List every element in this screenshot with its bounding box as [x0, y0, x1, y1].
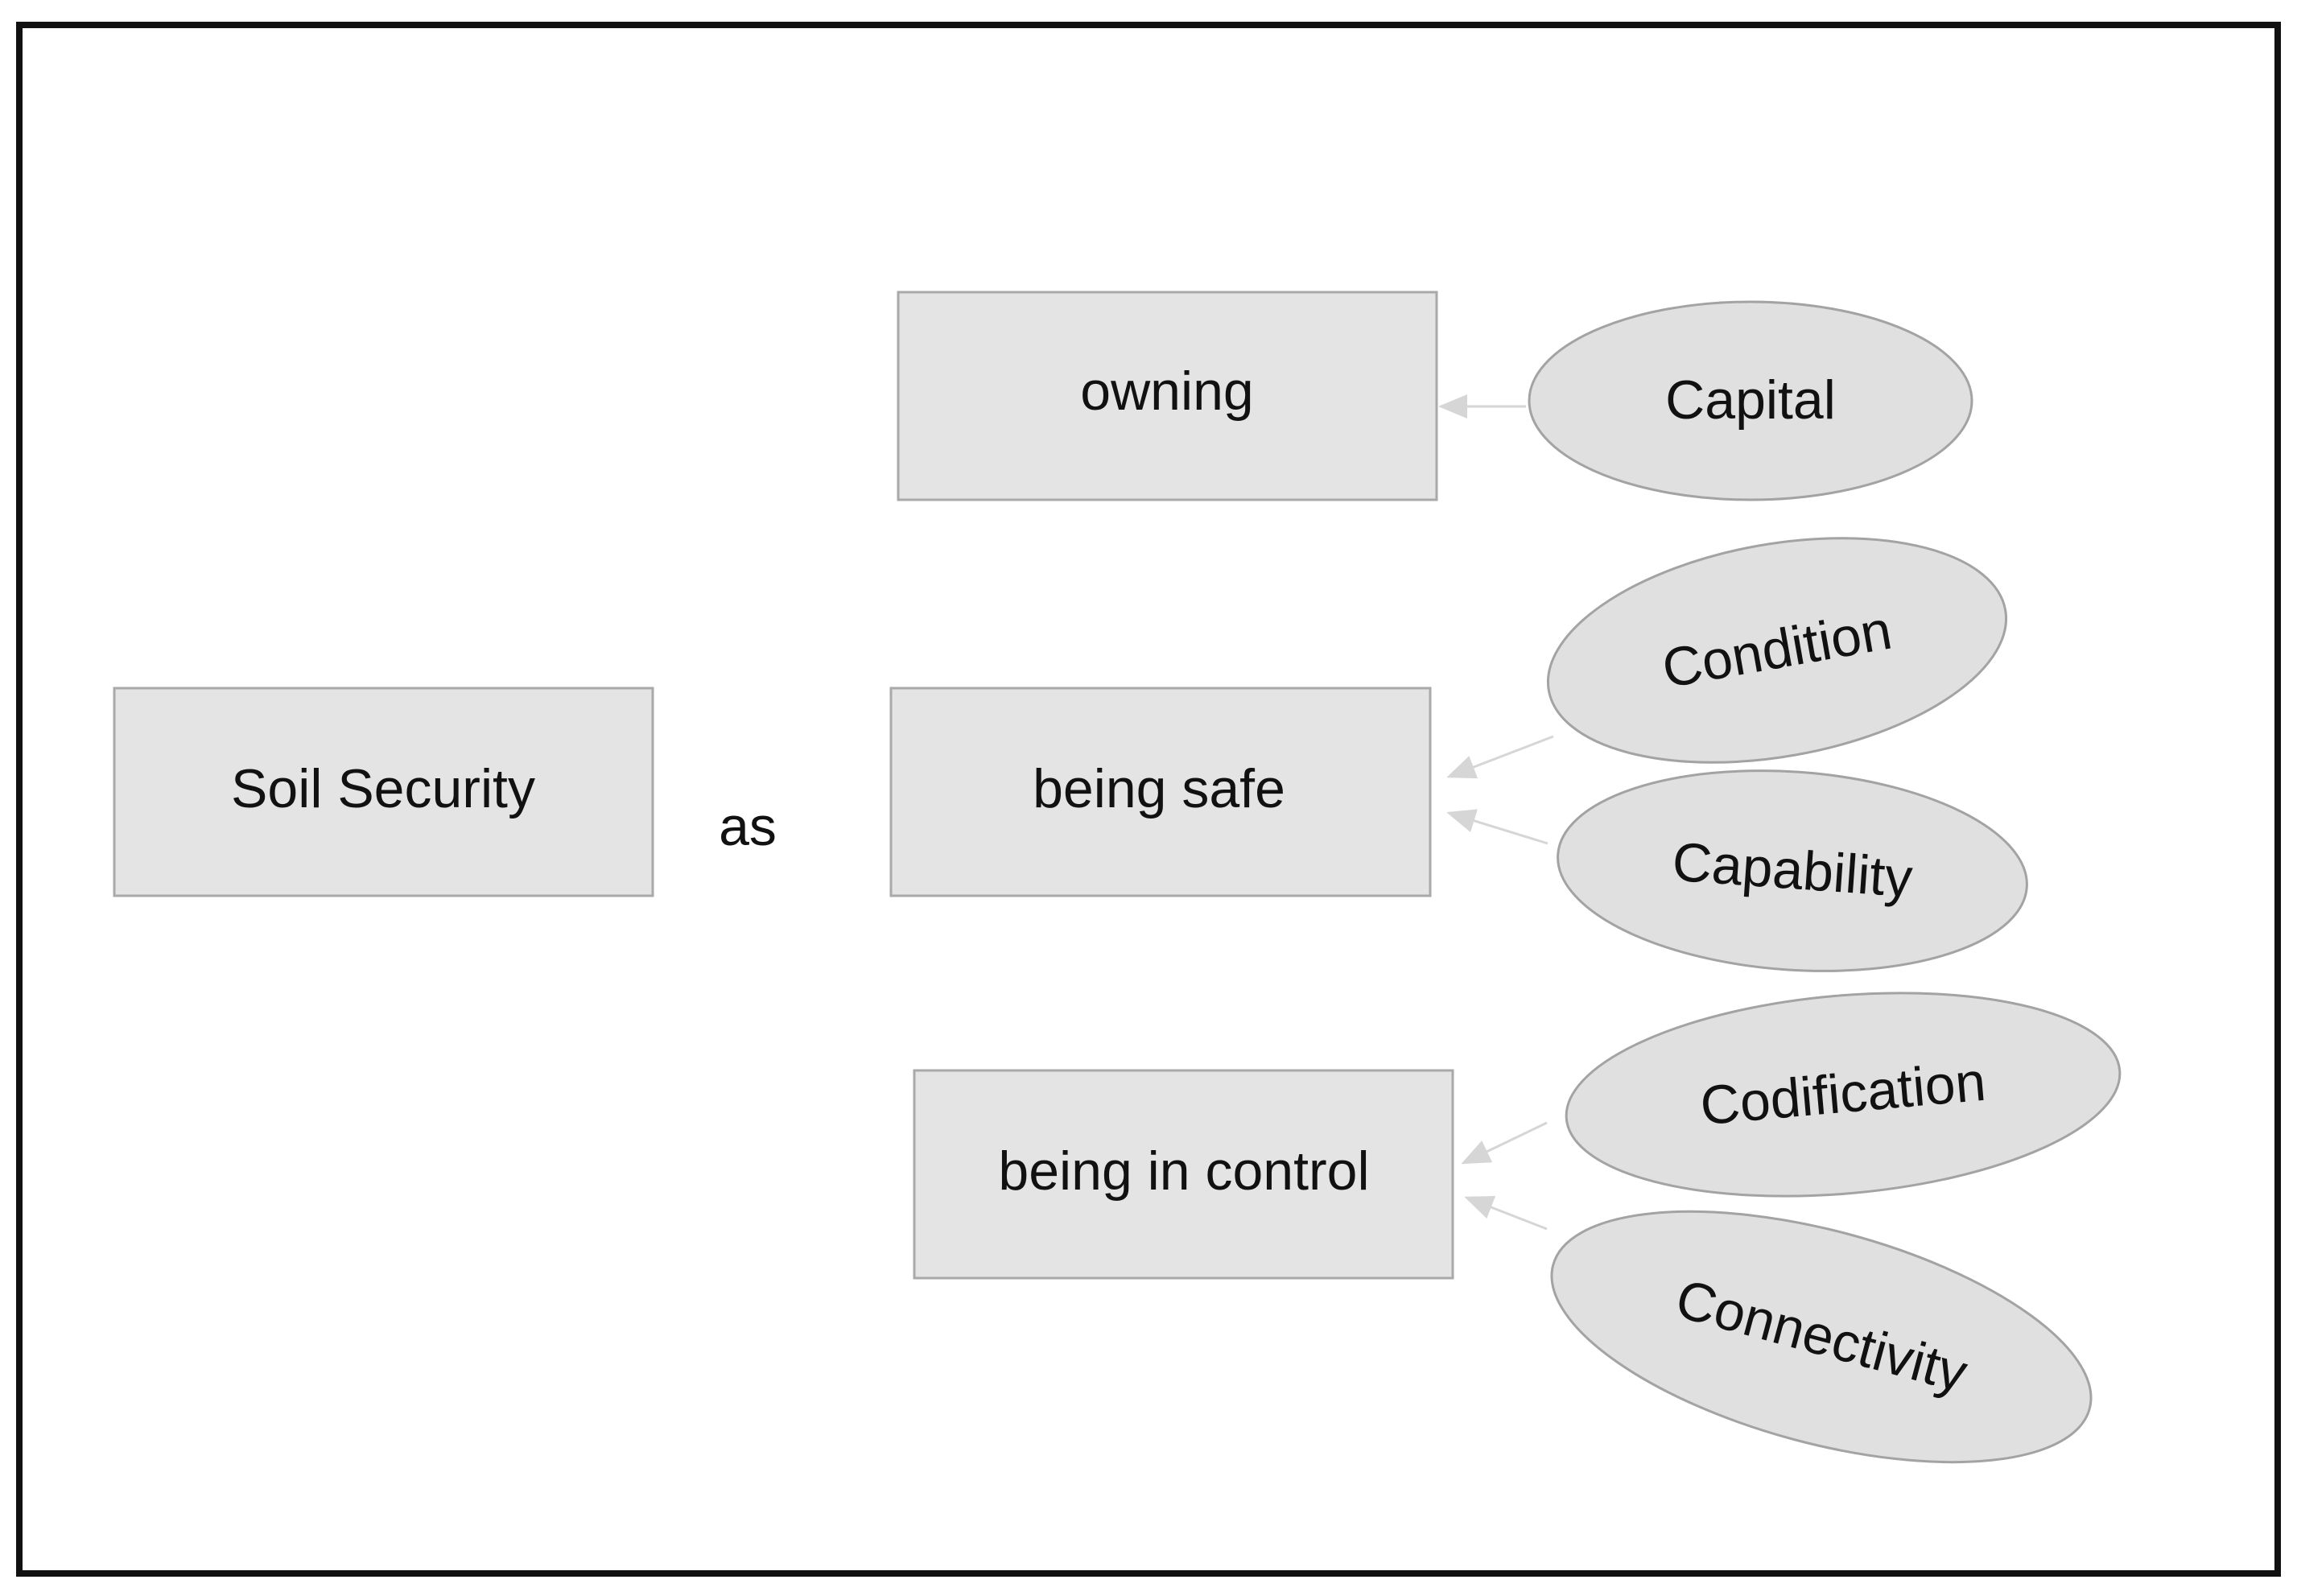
arrow-codification-to-being-in-control — [1461, 1121, 1548, 1165]
root-box — [113, 687, 654, 897]
aspect-box-owning — [897, 291, 1438, 501]
aspect-label-owning: owning — [1080, 361, 1254, 422]
aspect-label-being-safe: being safe — [1033, 758, 1285, 819]
root-node: Soil Security — [113, 687, 654, 897]
driver-ellipse-connectivity — [1550, 1210, 2093, 1464]
driver-node-condition: Condition — [1546, 537, 2008, 764]
arrow-condition-to-being-safe — [1446, 735, 1554, 779]
driver-node-connectivity: Connectivity — [1550, 1210, 2093, 1464]
root-label: Soil Security — [231, 758, 535, 819]
driver-label-capital: Capital — [1665, 369, 1836, 431]
aspect-node-being-in-control: being in control — [913, 1069, 1454, 1280]
arrow-capability-to-being-safe — [1446, 809, 1549, 845]
driver-ellipse-capital — [1528, 300, 1973, 501]
driver-ellipse-capability — [1557, 769, 2028, 972]
driver-ellipse-condition — [1546, 537, 2008, 764]
driver-node-capability: Capability — [1557, 769, 2028, 972]
aspect-node-owning: owning — [897, 291, 1438, 501]
aspect-box-being-safe — [889, 687, 1432, 897]
driver-node-codification: Codification — [1565, 992, 2122, 1198]
aspect-label-being-in-control: being in control — [998, 1140, 1369, 1202]
driver-ellipse-codification — [1565, 992, 2122, 1198]
aspect-box-being-in-control — [913, 1069, 1454, 1280]
arrow-connectivity-to-being-in-control — [1464, 1196, 1548, 1231]
driver-node-capital: Capital — [1528, 300, 1973, 501]
aspect-node-being-safe: being safe — [889, 687, 1432, 897]
connector-word: as — [719, 796, 777, 857]
